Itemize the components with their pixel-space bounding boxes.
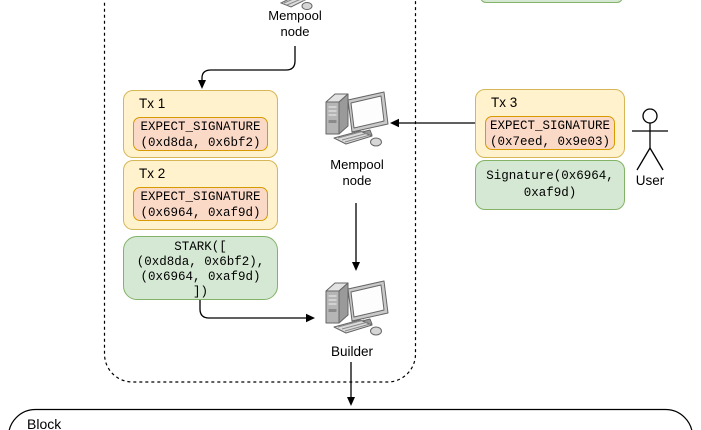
code-line: (0x6964, 0xaf9d)	[140, 206, 261, 220]
code-line: EXPECT_SIGNATURE	[489, 119, 611, 133]
arrowhead-down-icon	[347, 397, 355, 406]
block-label: Block	[27, 416, 62, 430]
tx3-title: Tx 3	[491, 95, 518, 110]
tx3-expect-signature-box: EXPECT_SIGNATURE (0x7eed, 0x9e03)	[485, 116, 615, 150]
tx2-expect-signature-box: EXPECT_SIGNATURE (0x6964, 0xaf9d)	[133, 187, 268, 221]
code-line: (0xd8da, 0x6bf2)	[140, 136, 261, 150]
label-line: Mempool	[330, 157, 384, 172]
arrowhead-right-icon	[306, 313, 315, 323]
code-line: (0x7eed, 0x9e03)	[489, 135, 611, 149]
arrow-stark-to-builder	[199, 300, 306, 319]
user-actor-icon	[632, 108, 668, 171]
mempool-node-mid-label: Mempool node	[307, 157, 407, 189]
builder-computer-icon	[325, 280, 389, 336]
tx1-box: Tx 1 EXPECT_SIGNATURE (0xd8da, 0x6bf2)	[123, 90, 278, 158]
user-label: User	[635, 173, 665, 188]
tx1-title: Tx 1	[139, 96, 166, 111]
tx3-box: Tx 3 EXPECT_SIGNATURE (0x7eed, 0x9e03)	[475, 89, 625, 158]
tx2-box: Tx 2 EXPECT_SIGNATURE (0x6964, 0xaf9d)	[123, 160, 278, 230]
label-line: node	[342, 173, 372, 188]
tx1-expect-signature-box: EXPECT_SIGNATURE (0xd8da, 0x6bf2)	[133, 117, 268, 151]
cutoff-green-box	[480, 0, 623, 3]
arrowhead-down-icon	[352, 262, 360, 271]
arrowhead-left-icon	[390, 118, 399, 128]
code-line: Signature(0x6964,	[486, 169, 614, 183]
stark-proof-box: STARK([ (0xd8da, 0x6bf2), (0x6964, 0xaf9…	[123, 236, 278, 300]
label-line: node	[280, 24, 310, 39]
code-line: EXPECT_SIGNATURE	[140, 190, 261, 204]
code-line: 0xaf9d)	[523, 186, 577, 200]
block-container	[8, 408, 693, 430]
code-line: STARK([	[174, 240, 227, 254]
builder-label: Builder	[330, 344, 374, 359]
arrowhead-down-icon	[198, 80, 206, 89]
tx2-title: Tx 2	[139, 166, 166, 181]
signature-box: Signature(0x6964, 0xaf9d)	[475, 160, 625, 210]
code-line: (0xd8da, 0x6bf2),	[136, 255, 265, 269]
code-line: (0x6964, 0xaf9d)	[140, 270, 261, 284]
label-line: Mempool	[268, 8, 322, 23]
code-line: EXPECT_SIGNATURE	[140, 120, 261, 134]
arrow-topmempool-to-tx1	[201, 46, 296, 80]
mempool-node-top-label: Mempool node	[245, 8, 345, 40]
code-line: ])	[192, 285, 208, 299]
mempool-node-computer-icon	[325, 91, 389, 147]
